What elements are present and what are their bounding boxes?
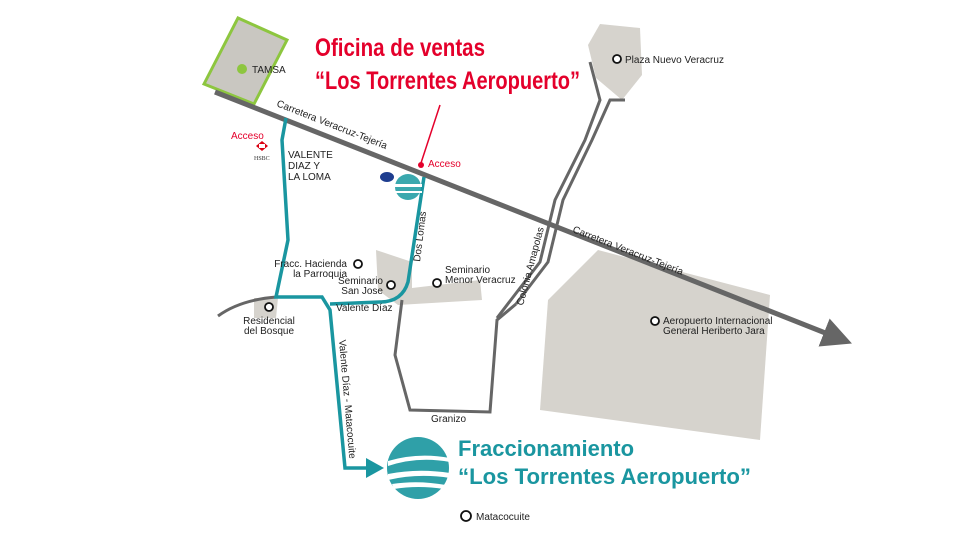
granizo-label: Granizo — [431, 414, 466, 425]
road-residencial — [217, 295, 277, 318]
road-amapolas — [495, 61, 602, 319]
office-pointer — [420, 104, 441, 164]
hacienda-marker — [353, 259, 363, 269]
road-granizo — [393, 299, 517, 414]
tamsa-marker — [237, 64, 247, 74]
matacocuite-label: Matacocuite — [476, 512, 530, 523]
sales-office-logo-icon — [380, 172, 422, 200]
development-title-line1: Fraccionamiento — [458, 436, 634, 461]
tamsa-label: TAMSA — [252, 65, 286, 76]
development-logo-icon — [387, 437, 450, 499]
valente-diaz-label: Valente Díaz — [336, 303, 393, 314]
residencial-label-2: del Bosque — [244, 326, 294, 337]
airport-area — [540, 250, 770, 440]
office-title-line1: Oficina de ventas — [315, 34, 485, 62]
highway-label-1: Carretera Veracruz-Tejería — [275, 99, 389, 153]
route-valente-diaz — [273, 117, 370, 470]
airport-marker — [650, 316, 660, 326]
dos-lomas-label: Dos Lomas — [412, 211, 429, 263]
residencial-marker — [264, 302, 274, 312]
hacienda-label-2: la Parroquia — [293, 269, 347, 280]
seminario-mv-marker — [432, 278, 442, 288]
development-title-line2: “Los Torrentes Aeropuerto” — [458, 464, 751, 489]
road-amapolas-2 — [514, 98, 625, 305]
tamsa-area — [201, 16, 290, 106]
seminario-sj-label-1: Seminario — [338, 276, 383, 287]
valente-loma-label-1: VALENTE — [288, 150, 333, 161]
valente-loma-label-2: DIAZ Y — [288, 161, 320, 172]
seminario-mv-label-2: Menor Veracruz — [445, 275, 516, 286]
airport-label-1: Aeropuerto Internacional — [663, 316, 773, 327]
svg-text:HSBC: HSBC — [254, 156, 270, 162]
access-label-hsbc: Acceso — [231, 131, 264, 142]
plaza-marker — [612, 54, 622, 64]
matacocuite-marker — [460, 510, 472, 522]
airport-label-2: General Heriberto Jara — [663, 326, 765, 337]
route-dos-lomas — [329, 176, 426, 306]
route-arrow-icon — [366, 458, 384, 478]
highway — [214, 89, 852, 347]
office-title-line2: “Los Torrentes Aeropuerto” — [315, 67, 580, 95]
hsbc-logo-icon: HSBC — [254, 141, 270, 162]
office-access-dot — [418, 162, 424, 168]
valente-loma-label-3: LA LOMA — [288, 172, 331, 183]
residencial-label-1: Residencial — [243, 316, 295, 327]
seminario-sj-label-2: San Jose — [341, 286, 383, 297]
hacienda-label-1: Fracc. Hacienda — [274, 259, 347, 270]
seminario-mv-label-1: Seminario — [445, 265, 490, 276]
seminario-sj-marker — [386, 280, 396, 290]
plaza-label: Plaza Nuevo Veracruz — [625, 55, 724, 66]
amapolas-label: Colonia Amapolas — [515, 226, 546, 307]
access-label-office: Acceso — [428, 159, 461, 170]
